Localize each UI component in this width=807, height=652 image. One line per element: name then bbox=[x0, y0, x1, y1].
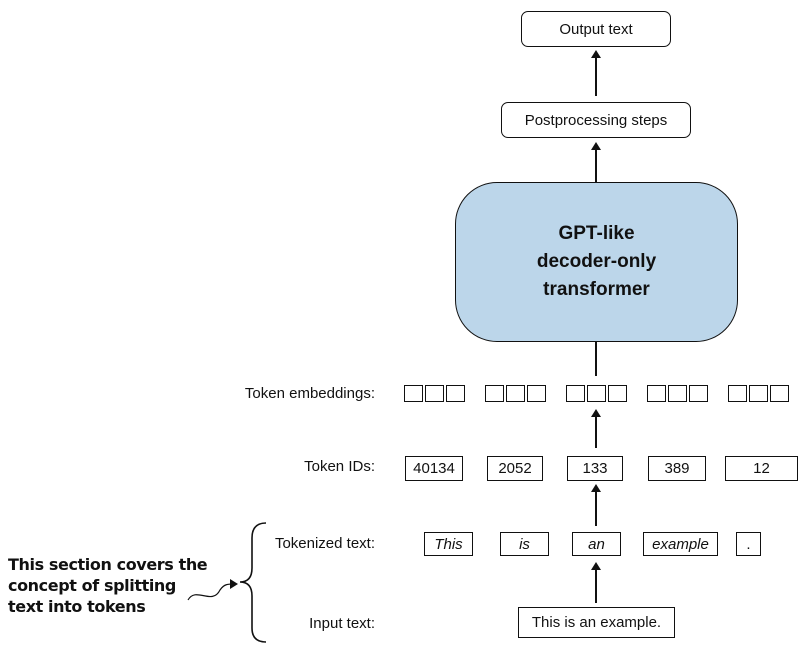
token-text: This bbox=[434, 535, 463, 553]
input-text-label: Input text: bbox=[309, 615, 375, 632]
embedding-cell bbox=[749, 385, 768, 402]
embedding-cell bbox=[404, 385, 423, 402]
token-text: . bbox=[746, 535, 751, 553]
embedding-vector bbox=[566, 385, 629, 402]
curly-brace bbox=[239, 522, 267, 643]
embedding-vector bbox=[404, 385, 467, 402]
token-ids-label: Token IDs: bbox=[304, 458, 375, 475]
embedding-cell bbox=[647, 385, 666, 402]
token-id-box: 40134 bbox=[405, 456, 463, 481]
token-text: is bbox=[519, 535, 530, 553]
embedding-cell bbox=[689, 385, 708, 402]
tokenized-text-label: Tokenized text: bbox=[274, 535, 375, 552]
input-sentence: This is an example. bbox=[531, 614, 662, 631]
token-text: example bbox=[652, 535, 709, 553]
embedding-cell bbox=[425, 385, 444, 402]
output-text-label: Output text bbox=[559, 20, 633, 38]
embedding-cell bbox=[485, 385, 504, 402]
token-id-box: 2052 bbox=[487, 456, 543, 481]
token-id-value: 389 bbox=[664, 460, 690, 477]
embedding-cell bbox=[587, 385, 606, 402]
token-box: example bbox=[643, 532, 718, 556]
note-connector bbox=[187, 579, 238, 601]
transformer-line-2: decoder-only bbox=[536, 251, 657, 272]
token-id-value: 133 bbox=[582, 460, 608, 477]
embedding-vector bbox=[728, 385, 791, 402]
embedding-cell bbox=[728, 385, 747, 402]
embedding-cell bbox=[446, 385, 465, 402]
embedding-cell bbox=[668, 385, 687, 402]
token-box: is bbox=[500, 532, 549, 556]
embedding-cell bbox=[506, 385, 525, 402]
token-text: an bbox=[588, 535, 605, 553]
embedding-cell bbox=[566, 385, 585, 402]
note-line-1: This section covers the bbox=[8, 555, 208, 574]
token-box: an bbox=[572, 532, 621, 556]
transformer-block: GPT-like decoder-only transformer bbox=[455, 182, 738, 342]
token-embeddings-label: Token embeddings: bbox=[244, 385, 375, 402]
note-line-3: text into tokens bbox=[8, 597, 146, 616]
section-note: This section covers the concept of split… bbox=[8, 554, 208, 617]
token-id-value: 40134 bbox=[413, 460, 455, 477]
token-id-box: 389 bbox=[648, 456, 706, 481]
embedding-vector bbox=[647, 385, 710, 402]
embedding-vector bbox=[485, 385, 548, 402]
token-id-box: 12 bbox=[725, 456, 798, 481]
postprocessing-box: Postprocessing steps bbox=[501, 102, 691, 138]
embedding-cell bbox=[608, 385, 627, 402]
embedding-cell bbox=[770, 385, 789, 402]
token-id-box: 133 bbox=[567, 456, 623, 481]
postprocessing-label: Postprocessing steps bbox=[524, 111, 668, 129]
input-text-box: This is an example. bbox=[518, 607, 675, 638]
token-id-value: 2052 bbox=[498, 460, 532, 477]
transformer-line-1: GPT-like bbox=[558, 223, 635, 244]
token-id-value: 12 bbox=[753, 460, 770, 477]
output-text-box: Output text bbox=[521, 11, 671, 47]
transformer-line-3: transformer bbox=[543, 279, 650, 300]
token-box: This bbox=[424, 532, 473, 556]
token-box: . bbox=[736, 532, 761, 556]
embedding-cell bbox=[527, 385, 546, 402]
note-line-2: concept of splitting bbox=[8, 576, 176, 595]
